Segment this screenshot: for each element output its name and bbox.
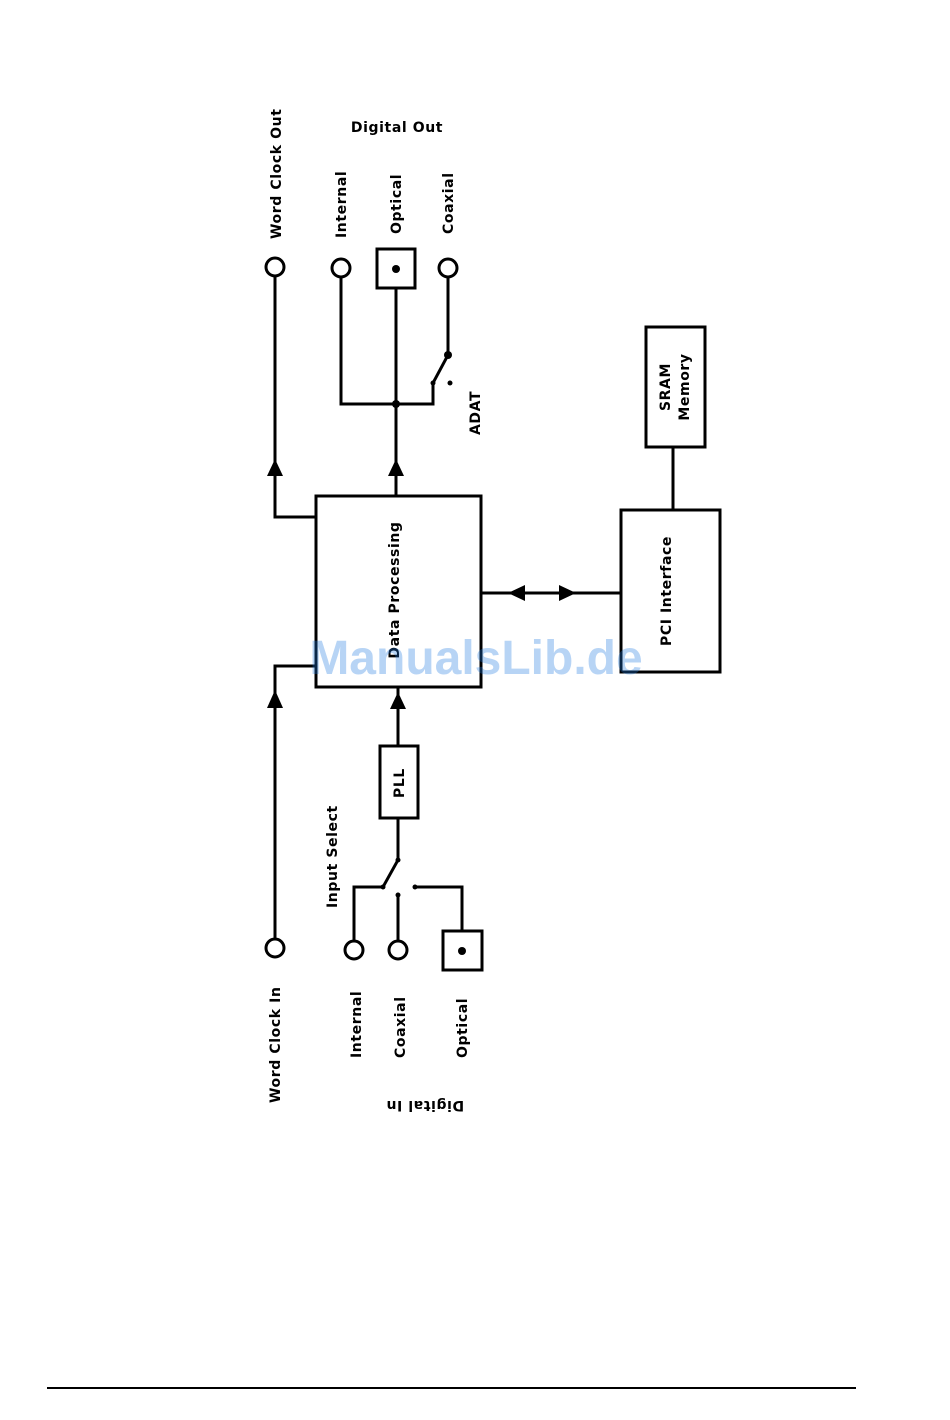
- sram-label-line1: SRAM: [658, 363, 674, 411]
- in-optical-label: Optical: [455, 998, 471, 1058]
- input-switch-contact-optical: [413, 885, 418, 890]
- internal-out-wire: [341, 276, 433, 404]
- output-junction-dot: [392, 400, 400, 408]
- pci-interface-label: PCI Interface: [659, 536, 675, 646]
- optical-in-dot: [458, 947, 466, 955]
- adat-label: ADAT: [468, 391, 484, 435]
- coaxial-in-connector: [389, 941, 407, 959]
- pci-bus-arrow-left: [508, 585, 525, 601]
- coaxial-out-connector: [439, 259, 457, 277]
- word-clock-in-label: Word Clock In: [268, 986, 284, 1103]
- sram-memory-box: [646, 327, 705, 447]
- digital-in-label: Digital In: [386, 1097, 464, 1113]
- pci-bus-arrow-right: [559, 585, 576, 601]
- digital-out-label: Digital Out: [351, 120, 443, 136]
- internal-in-connector: [345, 941, 363, 959]
- word-clock-out-arrow: [267, 459, 283, 476]
- dp-output-arrow: [388, 459, 404, 476]
- word-clock-out-wire: [275, 276, 316, 517]
- input-switch-pivot: [396, 858, 401, 863]
- coaxial-out-wire: [433, 276, 448, 383]
- adat-switch-contact-a: [431, 381, 436, 386]
- out-internal-label: Internal: [334, 171, 350, 238]
- adat-switch-contact-b: [448, 381, 453, 386]
- sram-label-line2: Memory: [677, 353, 693, 420]
- input-switch-contact-coaxial: [396, 893, 401, 898]
- in-internal-label: Internal: [349, 991, 365, 1058]
- in-coaxial-label: Coaxial: [393, 996, 409, 1058]
- pll-input-arrow: [390, 692, 406, 709]
- out-optical-label: Optical: [389, 174, 405, 234]
- switch-to-pll-wire: [383, 818, 398, 887]
- optical-out-dot: [392, 265, 400, 273]
- word-clock-out-label: Word Clock Out: [269, 109, 285, 240]
- watermark: ManualsLib.de: [309, 632, 642, 685]
- word-clock-out-connector: [266, 258, 284, 276]
- in-optical-wire: [415, 887, 462, 931]
- word-clock-in-connector: [266, 939, 284, 957]
- internal-out-connector: [332, 259, 350, 277]
- input-switch-contact-internal: [381, 885, 386, 890]
- adat-switch-pivot: [444, 351, 452, 359]
- out-coaxial-label: Coaxial: [441, 172, 457, 234]
- pll-label: PLL: [392, 768, 408, 798]
- in-internal-wire: [354, 887, 383, 939]
- word-clock-in-arrow: [267, 690, 283, 708]
- input-select-label: Input Select: [325, 805, 341, 908]
